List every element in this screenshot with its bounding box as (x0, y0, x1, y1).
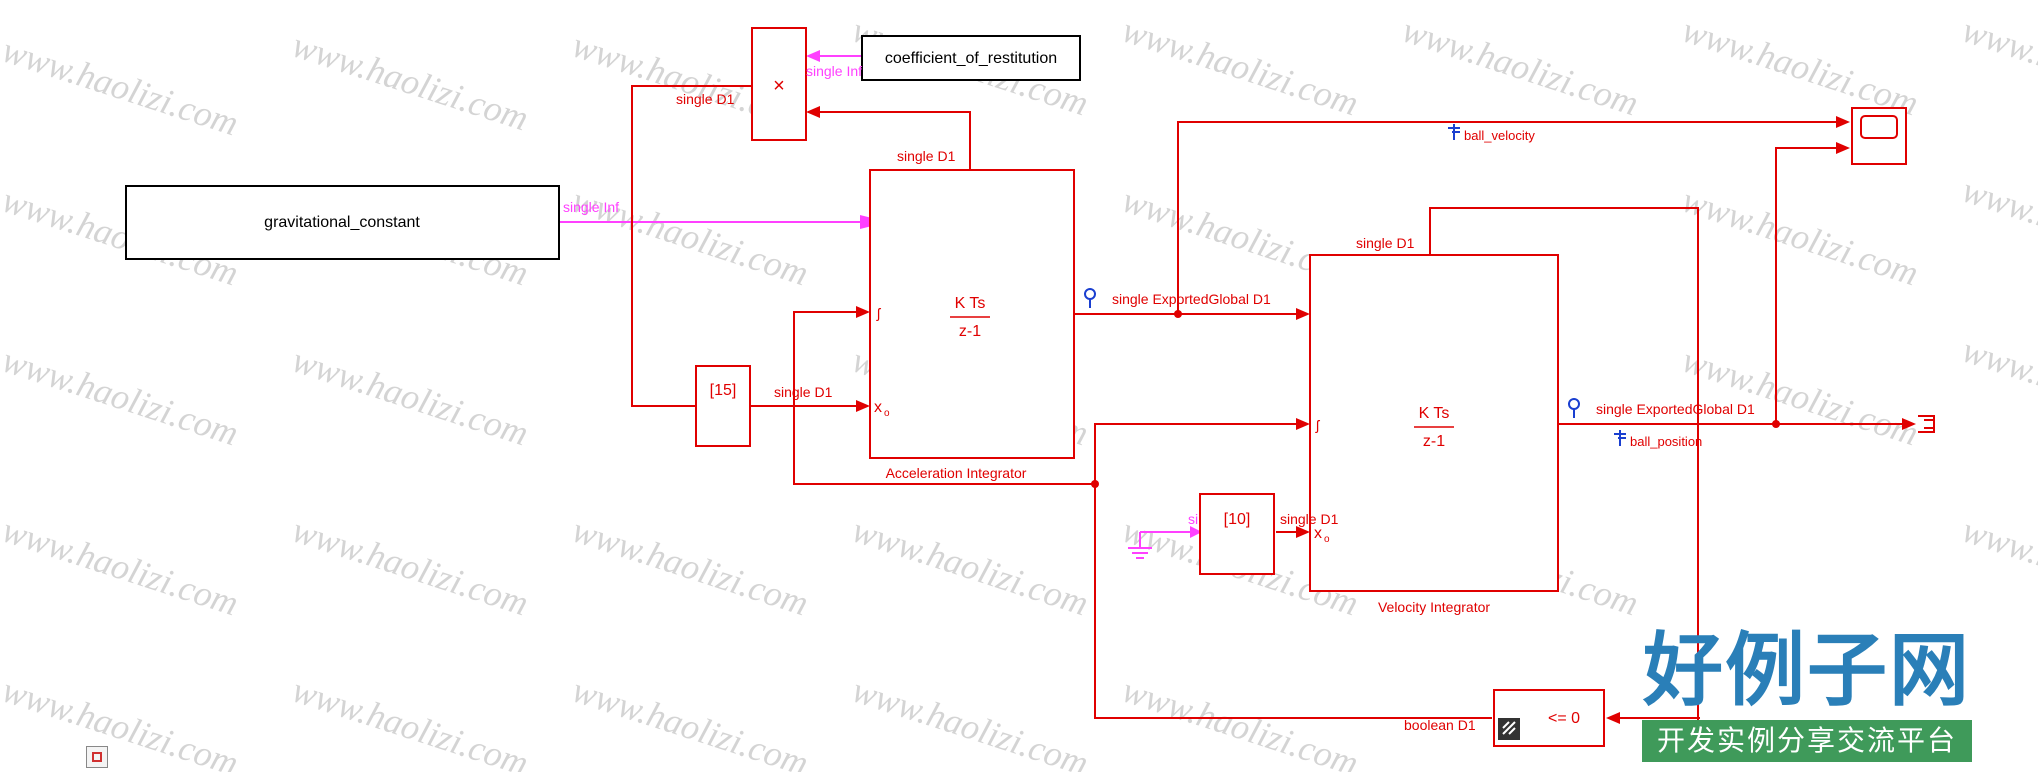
coefficient-of-restitution-label: coefficient_of_restitution (885, 50, 1057, 67)
product-symbol-icon: × (773, 75, 785, 97)
compare-to-zero-label: <= 0 (1548, 710, 1580, 727)
watermark-text: www.haolizi.com (1958, 510, 2038, 624)
coefficient-of-restitution-block[interactable] (861, 35, 1081, 81)
arrow-head-icon (1606, 712, 1620, 724)
arrow-head-icon (856, 400, 870, 412)
watermark-text: www.haolizi.com (1958, 10, 2038, 124)
arrow-head-icon (1190, 526, 1202, 538)
test-point-icon (1084, 288, 1096, 308)
vel-integrator-name: Velocity Integrator (1378, 599, 1490, 615)
gravitational-constant-label: gravitational_constant (264, 214, 420, 231)
acc-integrator-denominator: z-1 (959, 323, 981, 340)
acc-x0-port-label: x (874, 399, 882, 416)
arrow-head-icon (806, 106, 820, 118)
link-glyph (1502, 721, 1516, 735)
compare-reset-line[interactable] (1094, 423, 1492, 719)
vel-x0-port-label: x (1314, 525, 1322, 542)
watermark-text: www.haolizi.com (568, 670, 814, 772)
velocity-integrator-block[interactable] (1309, 254, 1559, 592)
signal-logging-icon (1614, 430, 1626, 446)
watermark-text: www.haolizi.com (1678, 10, 1924, 124)
watermark-text: www.haolizi.com (1958, 170, 2038, 284)
watermark-text: www.haolizi.com (0, 670, 243, 772)
acc-reset-line[interactable] (793, 311, 1095, 485)
terminator-icon[interactable] (1918, 415, 1935, 433)
haolizi-logo: 好例子网 开发实例分享交流平台 (1642, 624, 1972, 766)
watermark-text: www.haolizi.com (288, 25, 534, 139)
product-block[interactable] (751, 27, 807, 141)
vel-integrator-denominator: z-1 (1423, 433, 1445, 450)
watermark-text: www.haolizi.com (568, 180, 814, 294)
watermark-text: www.haolizi.com (288, 670, 534, 772)
acc-integrator-name: Acceleration Integrator (886, 465, 1027, 481)
arrow-head-icon (1836, 116, 1850, 128)
signal-label-gravity: single Inf (563, 199, 619, 215)
watermark-text: www.haolizi.com (1678, 180, 1924, 294)
test-point-icon (1568, 398, 1580, 418)
signal-label-boolean: boolean D1 (1404, 717, 1476, 733)
gravitational-constant-block[interactable] (125, 185, 560, 260)
arrow-head-icon (806, 50, 820, 62)
initial-position-constant-block[interactable] (1199, 493, 1275, 575)
position-to-scope-line[interactable] (1775, 147, 1840, 424)
vel-integrator-numerator: K Ts (1419, 405, 1450, 422)
watermark-text: www.haolizi.com (1118, 10, 1364, 124)
signal-name-ball-position: ball_position (1630, 434, 1702, 449)
signal-label-const15: single D1 (774, 384, 833, 400)
velocity-to-scope-line[interactable] (1177, 121, 1840, 314)
initial-velocity-constant-block[interactable] (695, 365, 751, 447)
arrow-head-icon (1836, 142, 1850, 154)
branch-point (1091, 480, 1099, 488)
reset-trigger-icon: ʃ (1315, 417, 1321, 433)
logo-sub-text: 开发实例分享交流平台 (1642, 720, 1972, 762)
initial-velocity-constant-label: [15] (710, 382, 737, 399)
signal-label-ground: si (1188, 511, 1198, 527)
signal-label-const10: single D1 (1280, 511, 1339, 527)
signal-name-ball-velocity: ball_velocity (1464, 128, 1535, 143)
vel-feedback-line[interactable] (1429, 207, 1699, 724)
signal-label-vel-feedback: single D1 (1356, 235, 1415, 251)
reset-trigger-icon: ʃ (876, 305, 882, 321)
arrow-head-icon (1902, 418, 1916, 430)
ground-icon (1128, 532, 1152, 559)
watermark-text: www.haolizi.com (1678, 340, 1924, 454)
product-output-line[interactable] (631, 85, 752, 407)
acceleration-integrator-block[interactable] (869, 169, 1075, 459)
acc-integrator-numerator: K Ts (955, 295, 986, 312)
watermark-text: www.haolizi.com (1958, 330, 2038, 444)
watermark-text: www.haolizi.com (1398, 10, 1644, 124)
signal-lines (560, 50, 1916, 724)
watermark-text: www.haolizi.com (568, 510, 814, 624)
model-browser-icon[interactable] (86, 746, 108, 768)
watermark-text: www.haolizi.com (848, 510, 1094, 624)
vel-x0-subscript: o (1324, 534, 1330, 545)
watermark-text: www.haolizi.com (0, 340, 243, 454)
signal-label-acc-feedback: single D1 (897, 148, 956, 164)
logo-main-text: 好例子网 (1643, 623, 1971, 717)
signal-label-product-out: single D1 (676, 91, 735, 107)
watermark-text: www.haolizi.com (1118, 670, 1364, 772)
signal-label-velocity: single ExportedGlobal D1 (1112, 291, 1271, 307)
signal-label-coefficient: single Inf (806, 63, 862, 79)
scope-display-icon (1860, 115, 1898, 139)
watermark-text: www.haolizi.com (288, 340, 534, 454)
arrow-head-icon (1296, 526, 1310, 538)
arrow-head-icon (1296, 308, 1310, 320)
branch-point (1772, 420, 1780, 428)
arrow-head-icon (1296, 418, 1310, 430)
watermark-text: www.haolizi.com (0, 30, 243, 144)
acc-feedback-line[interactable] (808, 111, 971, 170)
signal-logging-icon (1448, 124, 1460, 140)
signal-label-position: single ExportedGlobal D1 (1596, 401, 1755, 417)
arrow-head-icon (856, 306, 870, 318)
watermark-text: www.haolizi.com (0, 510, 243, 624)
watermark-text: www.haolizi.com (848, 670, 1094, 772)
watermark-text: www.haolizi.com (288, 510, 534, 624)
initial-position-constant-label: [10] (1224, 511, 1251, 528)
acc-x0-subscript: o (884, 408, 890, 419)
branch-point (1174, 310, 1182, 318)
